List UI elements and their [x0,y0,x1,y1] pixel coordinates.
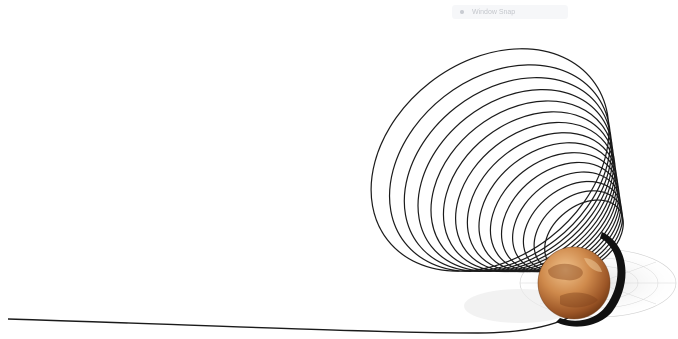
approach-trajectory [8,318,568,333]
mars-icon [538,247,610,319]
